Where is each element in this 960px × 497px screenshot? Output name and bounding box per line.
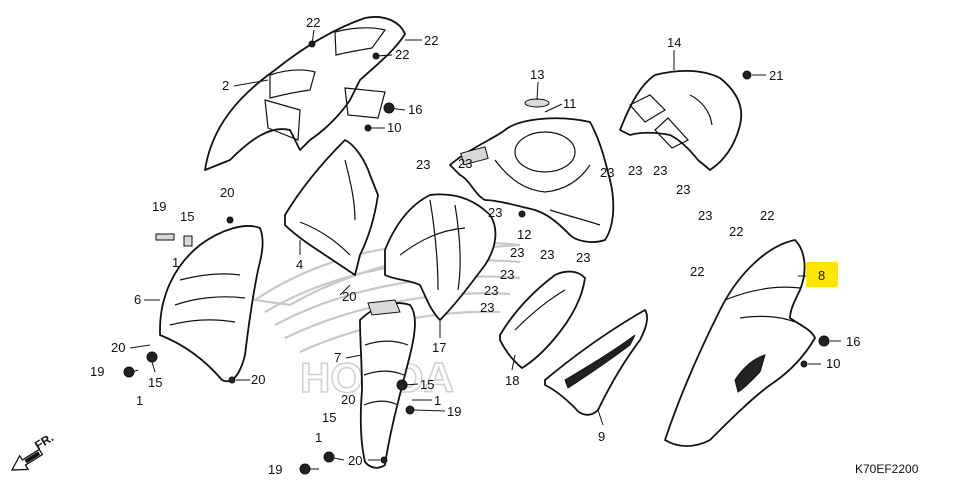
part-11-center-cover	[449, 117, 615, 243]
callout-20: 20	[348, 453, 362, 468]
callout-12: 12	[517, 227, 531, 242]
front-arrow	[10, 448, 44, 471]
callout-20: 20	[111, 340, 125, 355]
part-6-left-shroud	[159, 225, 264, 383]
part-4-left-side-cover	[284, 139, 379, 276]
callout-4: 4	[296, 257, 303, 272]
callout-14: 14	[667, 35, 681, 50]
callout-20: 20	[341, 392, 355, 407]
callout-16: 16	[408, 102, 422, 117]
part-9-side-stripe	[544, 309, 648, 416]
callout-23: 23	[600, 165, 614, 180]
callout-23: 23	[484, 283, 498, 298]
callout-10: 10	[387, 120, 401, 135]
callout-22: 22	[306, 15, 320, 30]
callout-23: 23	[416, 157, 430, 172]
callout-2: 2	[222, 78, 229, 93]
callout-20: 20	[342, 289, 356, 304]
part-17-side-panel	[384, 193, 497, 321]
callout-23: 23	[540, 247, 554, 262]
callout-19: 19	[268, 462, 282, 477]
callout-13: 13	[530, 67, 544, 82]
diagram-code: K70EF2200	[855, 462, 919, 476]
callout-15: 15	[180, 209, 194, 224]
callout-labels: 22 22 22 2 16 10 13 11 14 21 23 23 23 23…	[90, 15, 860, 477]
callout-23: 23	[653, 163, 667, 178]
callout-23: 23	[698, 208, 712, 223]
callout-22: 22	[729, 224, 743, 239]
callout-1: 1	[136, 393, 143, 408]
callout-22: 22	[760, 208, 774, 223]
callout-23: 23	[458, 156, 472, 171]
part-18-middle-strip	[499, 270, 586, 369]
callout-15: 15	[148, 375, 162, 390]
leader-lines	[129, 29, 841, 470]
callout-18: 18	[505, 373, 519, 388]
front-label: FR.	[32, 430, 56, 452]
callout-23: 23	[510, 245, 524, 260]
callout-23: 23	[676, 182, 690, 197]
callout-21: 21	[769, 68, 783, 83]
callout-23: 23	[488, 205, 502, 220]
callout-19: 19	[90, 364, 104, 379]
callout-9: 9	[598, 429, 605, 444]
callout-22: 22	[690, 264, 704, 279]
callout-10: 10	[826, 356, 840, 371]
callout-17: 17	[432, 340, 446, 355]
callout-20: 20	[251, 372, 265, 387]
callout-6: 6	[134, 292, 141, 307]
part-14-upper-right-cowl	[619, 70, 743, 171]
callout-20: 20	[220, 185, 234, 200]
callout-23: 23	[576, 250, 590, 265]
callout-11: 11	[563, 96, 577, 111]
callout-23: 23	[500, 267, 514, 282]
callout-23: 23	[480, 300, 494, 315]
part-8-right-side-cover	[664, 239, 816, 447]
part-7-lower-inner-cover	[359, 299, 416, 469]
callout-8: 8	[818, 268, 825, 283]
callout-19: 19	[152, 199, 166, 214]
callout-8-highlight	[806, 262, 838, 287]
callout-7: 7	[334, 350, 341, 365]
callout-16: 16	[846, 334, 860, 349]
callout-22: 22	[395, 47, 409, 62]
part-2-upper-cowl	[204, 16, 406, 171]
callout-22: 22	[424, 33, 438, 48]
callout-1: 1	[315, 430, 322, 445]
callout-23: 23	[628, 163, 642, 178]
callout-15: 15	[322, 410, 336, 425]
callout-15: 15	[420, 377, 434, 392]
callout-1: 1	[434, 393, 441, 408]
callout-19: 19	[447, 404, 461, 419]
callout-1: 1	[172, 255, 179, 270]
